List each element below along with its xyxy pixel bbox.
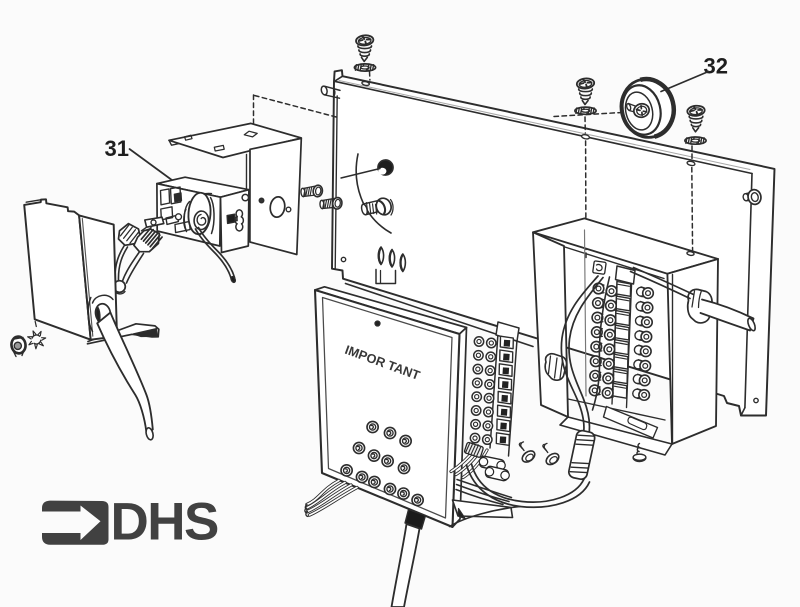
svg-text:DHS: DHS <box>111 493 219 552</box>
svg-text:32: 32 <box>704 54 728 79</box>
svg-text:31: 31 <box>105 136 129 161</box>
